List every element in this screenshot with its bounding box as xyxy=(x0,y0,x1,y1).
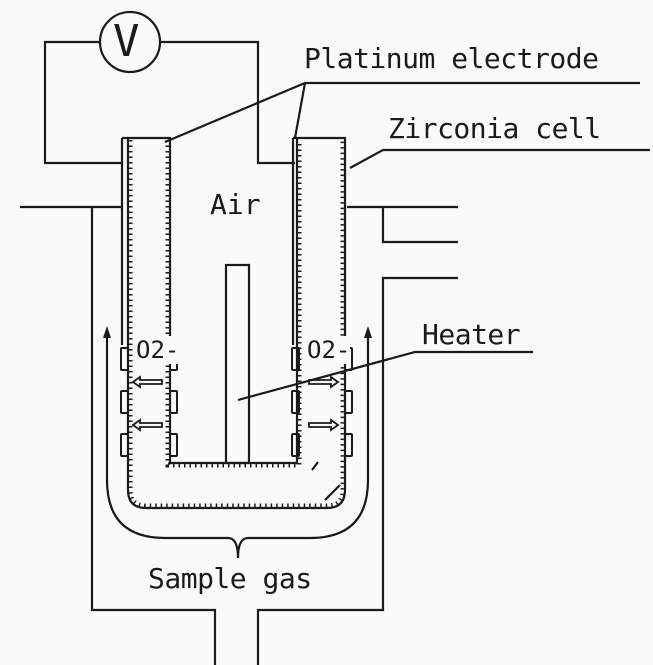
gas-flow-path xyxy=(105,332,370,559)
zirconia-cell-label: Zirconia cell xyxy=(388,112,601,145)
housing xyxy=(20,205,458,665)
electrode-pad xyxy=(291,347,300,371)
heater-leader xyxy=(237,350,533,402)
cell-outline xyxy=(126,136,347,510)
oxygen-ion-left-label: O2- xyxy=(136,336,180,364)
inner-hatching xyxy=(165,140,302,468)
electrode-pad xyxy=(120,347,129,371)
voltmeter-label: V xyxy=(113,16,140,67)
electrode-pad xyxy=(120,433,129,457)
ion-arrow-right-icon xyxy=(308,418,340,432)
electrode-pad xyxy=(291,433,300,457)
electrode-pad xyxy=(344,390,353,414)
electrode-pad xyxy=(291,390,300,414)
housing-right-wall xyxy=(256,276,458,665)
wire-left xyxy=(43,40,122,165)
electrode-pad xyxy=(120,390,129,414)
voltmeter-circuit xyxy=(43,10,295,165)
heater-element xyxy=(224,263,251,465)
air-label: Air xyxy=(210,188,261,221)
ion-arrow-left-icon xyxy=(131,418,163,432)
zirconia-cell-leader xyxy=(349,148,650,169)
outlet-upper xyxy=(381,207,458,244)
ion-arrows xyxy=(131,375,340,432)
oxygen-ion-right-label: O2- xyxy=(307,336,351,364)
housing-left-wall xyxy=(90,207,217,665)
gas-flow xyxy=(103,326,372,559)
electrode-leads xyxy=(120,138,295,345)
sample-gas-label: Sample gas xyxy=(148,562,312,595)
heater-label: Heater xyxy=(422,318,521,351)
corner-marks xyxy=(311,461,341,501)
electrode-pad xyxy=(344,433,353,457)
electrode-pad xyxy=(169,390,178,414)
platinum-electrode-leader xyxy=(164,81,640,144)
electrodes xyxy=(120,347,353,457)
wire-right xyxy=(160,40,295,165)
ion-arrow-right-icon xyxy=(308,375,340,389)
ion-arrow-left-icon xyxy=(131,375,163,389)
platinum-electrode-label: Platinum electrode xyxy=(304,42,599,75)
electrode-pad xyxy=(169,433,178,457)
